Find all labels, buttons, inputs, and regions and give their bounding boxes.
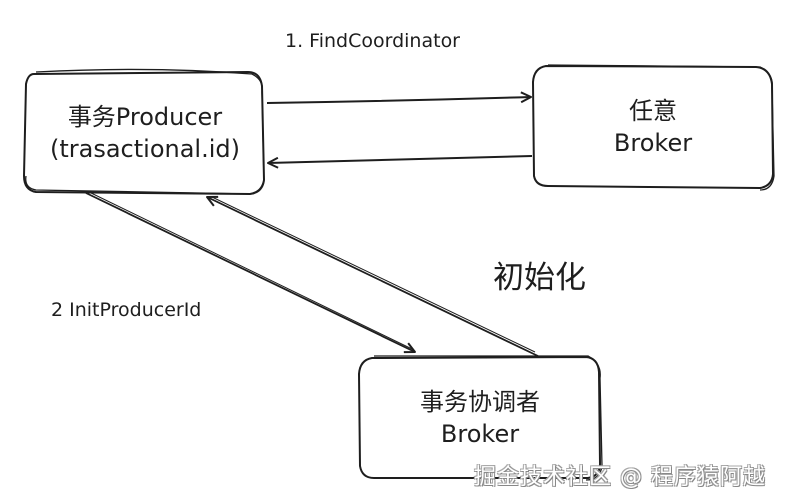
coordinator-box-outline	[357, 355, 603, 481]
init-producer-id-arrow	[85, 191, 416, 354]
coordinator-subtitle: Broker	[440, 420, 520, 448]
producer-subtitle: (trasactional.id)	[50, 135, 240, 163]
producer-box-outline	[22, 68, 266, 196]
coordinator-node[interactable]: 事务协调者 Broker	[360, 358, 600, 478]
phase-label: 初始化	[493, 260, 586, 296]
producer-node[interactable]: 事务Producer (trasactional.id)	[26, 74, 264, 192]
any-broker-box-outline	[531, 64, 775, 191]
init-producer-id-label: 2 InitProducerId	[51, 299, 202, 321]
find-coordinator-arrow	[266, 91, 532, 104]
any-broker-node[interactable]: 任意 Broker	[534, 68, 772, 186]
init-producer-id-response-arrow	[206, 195, 539, 357]
watermark: 掘金技术社区 @ 程序猿阿越	[474, 465, 766, 490]
find-coordinator-response-arrow	[267, 155, 533, 169]
coordinator-title: 事务协调者	[420, 388, 540, 416]
any-broker-title: 任意	[629, 97, 677, 125]
producer-title: 事务Producer	[67, 103, 223, 131]
any-broker-subtitle: Broker	[613, 129, 693, 157]
find-coordinator-label: 1. FindCoordinator	[285, 30, 460, 52]
